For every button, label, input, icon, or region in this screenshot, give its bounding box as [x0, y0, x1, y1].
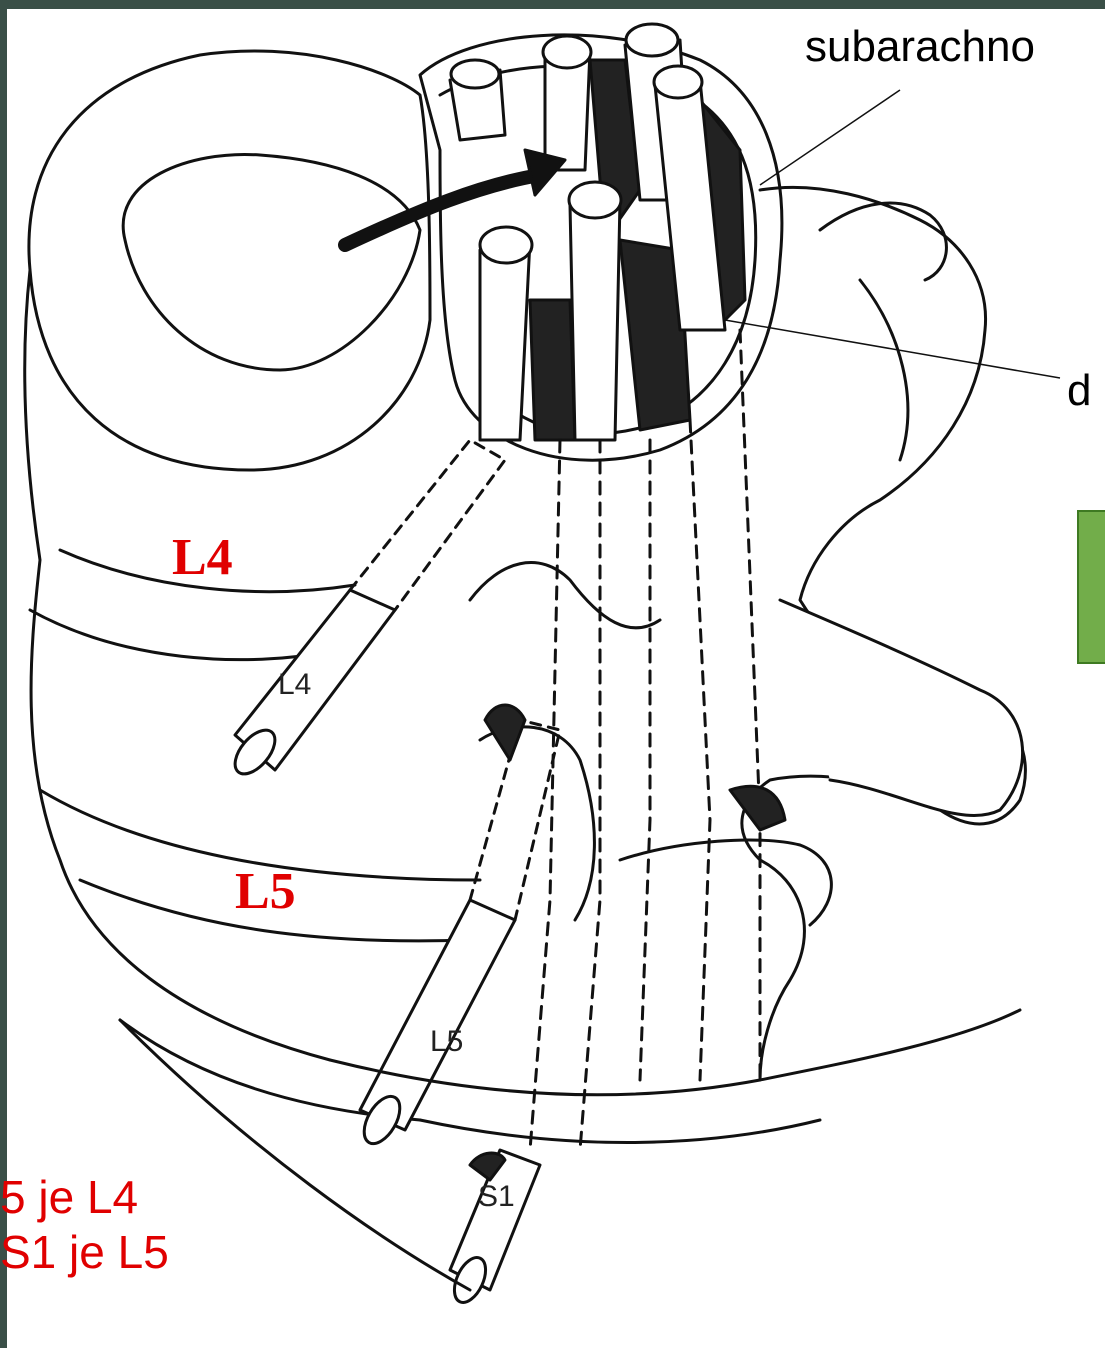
vertebra-l4-label: L4	[172, 528, 233, 587]
lamina-outline	[742, 187, 1026, 1080]
rootlet-5-end	[654, 66, 702, 98]
rootlet-2-end	[569, 182, 621, 218]
pedicle-notch-l4	[470, 563, 660, 628]
dashed-root-5	[740, 330, 760, 1080]
dashed-root-3	[640, 440, 650, 1080]
leader-dura	[725, 320, 1060, 378]
sacrum-line-2	[420, 1120, 820, 1143]
rootlet-3-end	[543, 36, 591, 68]
root-l4-label: L4	[278, 668, 311, 702]
l5-root	[360, 900, 515, 1130]
green-highlight-box	[1077, 510, 1105, 664]
rootlet-1	[480, 240, 530, 440]
lower-arch	[620, 840, 831, 925]
facet-joint	[860, 280, 908, 460]
vertebra-l5-label: L5	[235, 862, 296, 921]
rootlet-6-end	[451, 60, 499, 88]
rootlet-1-end	[480, 227, 532, 263]
root-l5-label: L5	[430, 1025, 463, 1059]
rootlet-4-end	[626, 24, 678, 56]
spinous-process	[780, 600, 1023, 816]
leader-subarachnoid	[760, 90, 900, 185]
note-line-2: S1 je L5	[0, 1225, 169, 1279]
dura-label: d	[1067, 366, 1091, 416]
facet-upper	[820, 203, 946, 280]
disc-line-l4b	[30, 610, 340, 660]
subarachnoid-label: subarachno	[805, 22, 1035, 72]
root-s1-label: S1	[478, 1180, 515, 1214]
canal-dark-3	[530, 300, 575, 440]
note-line-1: 5 je L4	[0, 1170, 138, 1224]
facet-dark	[730, 786, 785, 830]
dashed-root-4	[690, 420, 710, 1080]
rootlet-2	[570, 200, 620, 440]
vertebral-body-top	[29, 51, 430, 470]
